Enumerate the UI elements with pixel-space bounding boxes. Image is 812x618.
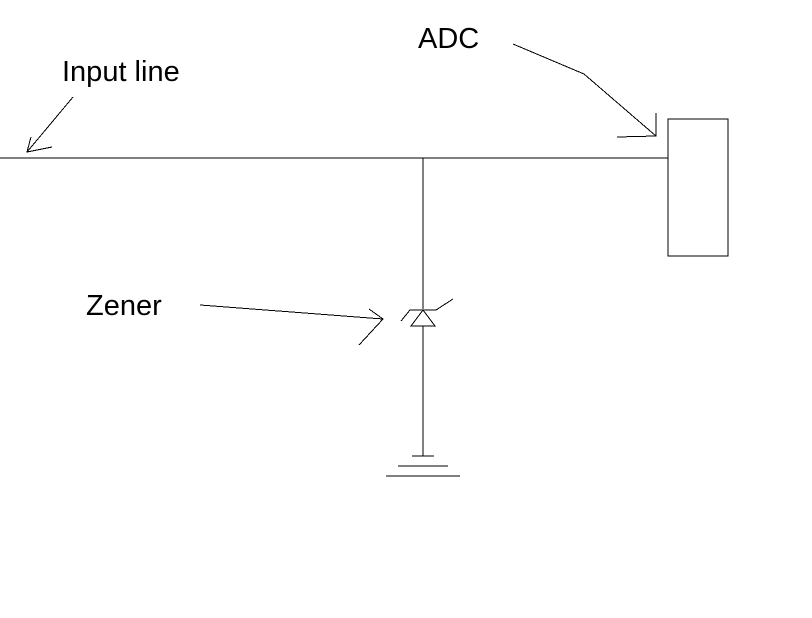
adc-block: [667, 118, 729, 257]
input-line-label: Input line: [62, 56, 180, 88]
zener-label: Zener: [86, 290, 162, 322]
adc-arrow: [512, 43, 657, 138]
adc-label: ADC: [418, 23, 479, 55]
zener-arrow: [199, 304, 384, 346]
zener-diode-symbol: [400, 298, 454, 327]
zener-triangle: [410, 309, 436, 327]
input-line-arrow: [26, 96, 74, 153]
zener-cathode-bar: [400, 298, 454, 322]
ground-symbol: [386, 455, 460, 477]
